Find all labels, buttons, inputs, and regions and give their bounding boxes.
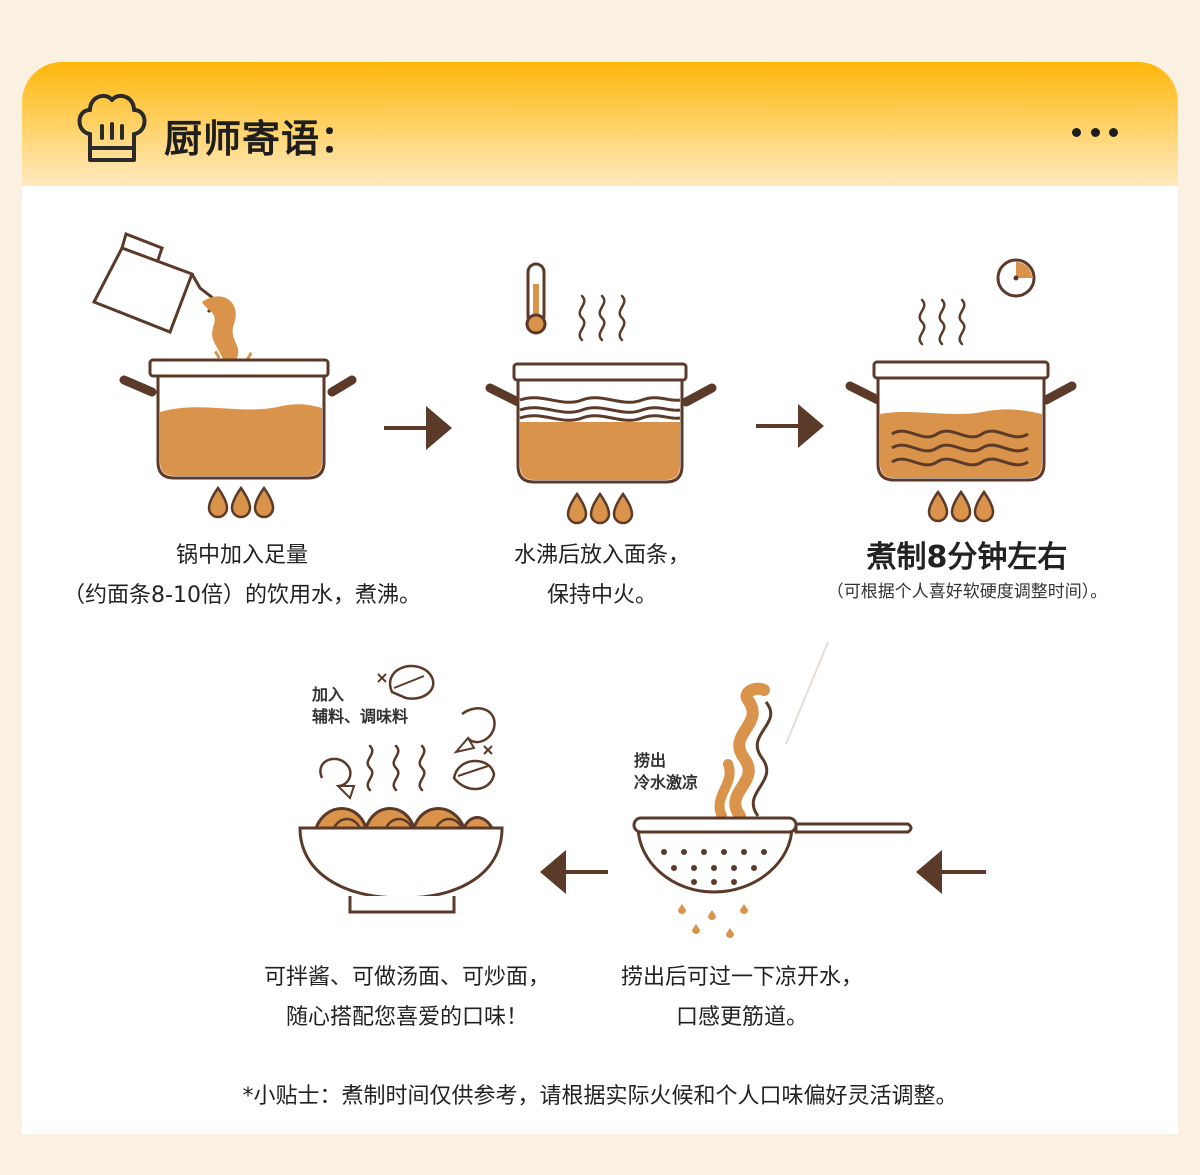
thermometer-icon — [527, 264, 545, 333]
step2-line1: 水沸后放入面条， — [452, 536, 752, 576]
shrimp-icon — [320, 759, 354, 798]
step2-line2: 保持中火。 — [452, 576, 752, 616]
step1-pot-illustration — [94, 234, 352, 517]
step2-caption: 水沸后放入面条， 保持中火。 — [452, 536, 752, 616]
step5-tag: 加入 辅料、调味料 — [312, 684, 408, 728]
step3-caption: 煮制8分钟左右 （可根据个人喜好软硬度调整时间）。 — [792, 538, 1142, 606]
step3-line1: 煮制8分钟左右 — [792, 538, 1142, 578]
step1-line1: 锅中加入足量 — [42, 536, 442, 576]
arrow-right-icon — [384, 406, 452, 450]
step4-line2: 口感更筋道。 — [582, 998, 902, 1038]
step5-tag1: 加入 — [312, 684, 408, 706]
step5-line1: 可拌酱、可做汤面、可炒面， — [242, 958, 572, 998]
step5-caption: 可拌酱、可做汤面、可炒面， 随心搭配您喜爱的口味！ — [242, 958, 572, 1038]
step1-line2: （约面条8-10倍）的饮用水，煮沸。 — [42, 576, 442, 616]
arrow-left-icon — [916, 850, 986, 894]
timer-icon — [998, 260, 1034, 296]
step1-caption: 锅中加入足量 （约面条8-10倍）的饮用水，煮沸。 — [42, 536, 442, 616]
step4-tag1: 捞出 — [634, 750, 698, 772]
arrow-left-icon — [540, 850, 608, 894]
tip-note: *小贴士：煮制时间仅供参考，请根据实际火候和个人口味偏好灵活调整。 — [22, 1078, 1178, 1110]
arrow-right-icon — [756, 404, 824, 448]
step4-tag: 捞出 冷水激凉 — [634, 750, 698, 794]
shrimp-icon — [456, 708, 495, 752]
step2-pot-illustration — [490, 264, 712, 523]
step4-line1: 捞出后可过一下凉开水， — [582, 958, 902, 998]
step5-tag2: 辅料、调味料 — [312, 706, 408, 728]
chef-message-card: 厨师寄语： — [22, 62, 1178, 1134]
step3-line2: （可根据个人喜好软硬度调整时间）。 — [792, 578, 1142, 606]
pitcher-icon — [94, 234, 218, 332]
step4-caption: 捞出后可过一下凉开水， 口感更筋道。 — [582, 958, 902, 1038]
step5-line2: 随心搭配您喜爱的口味！ — [242, 998, 572, 1038]
leaf-icon — [454, 761, 494, 789]
step4-tag2: 冷水激凉 — [634, 772, 698, 794]
step3-pot-illustration — [850, 260, 1072, 521]
